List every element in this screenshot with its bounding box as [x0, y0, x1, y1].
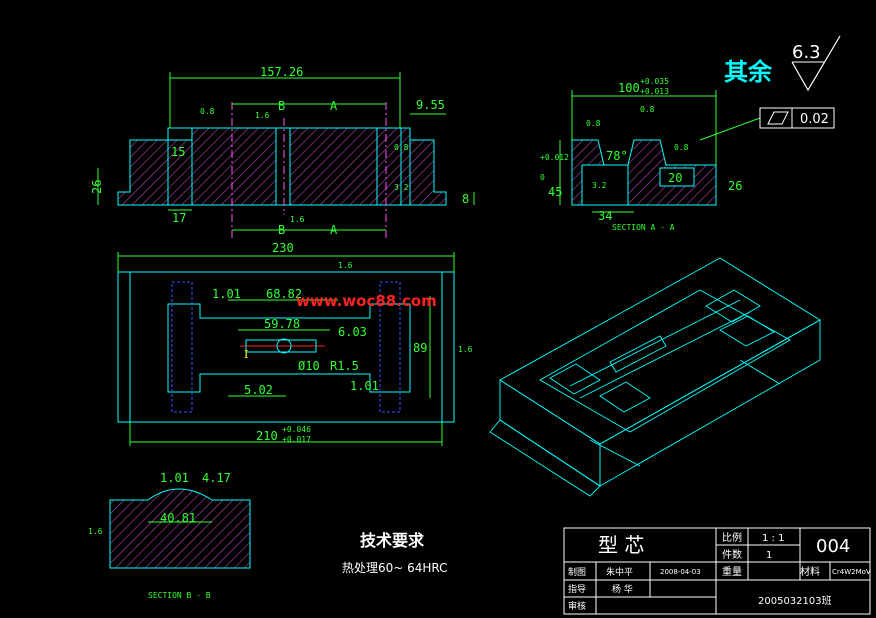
section-bb: 1.01 4.17 40.81 1.6 SECTION B - B: [88, 471, 251, 600]
review-label: 审核: [568, 600, 586, 612]
drawing-number: 004: [816, 536, 850, 557]
title-block: [563, 527, 871, 615]
section-mark-b-top: B: [278, 99, 285, 113]
plan-roughness-right: 1.6: [458, 345, 473, 354]
section-bb-width: 40.81: [160, 511, 196, 525]
section-aa-caption: SECTION A - A: [612, 223, 675, 232]
section-aa-h-tol-lo: 0: [540, 173, 545, 182]
section-aa-width: 100: [618, 81, 640, 95]
plan-base-tol-lo: +0.017: [282, 435, 311, 444]
section-aa: 100 +0.035 +0.013 45 +0.012 0 78° 20 26 …: [540, 77, 835, 232]
front-left-height: 15: [171, 145, 185, 159]
plan-d6: 1.01: [350, 379, 379, 393]
plan-d1: 1.01: [212, 287, 241, 301]
watermark: www.woc88.com: [296, 292, 437, 310]
plan-d3: 59.78: [264, 317, 300, 331]
section-aa-r1: 0.8: [586, 119, 601, 128]
plan-mark-i: I: [244, 348, 248, 361]
draw-name: 朱中平: [606, 566, 633, 578]
front-roughness-08b: 0.8: [394, 143, 409, 152]
section-aa-height: 45: [548, 185, 562, 199]
guide-name: 杨 华: [612, 583, 633, 595]
section-bb-d2: 4.17: [202, 471, 231, 485]
qty-value: 1: [766, 550, 772, 561]
plan-base-width: 210: [256, 429, 278, 443]
plan-height: 89: [413, 341, 427, 355]
draw-label: 制图: [568, 566, 586, 578]
plan-d4: 6.03: [338, 325, 367, 339]
roughness-note: 其余 6.3: [724, 35, 841, 92]
technical-notes: 技术要求 热处理60~ 64HRC: [342, 531, 448, 575]
title-block-text: 型 芯 比例 1 : 1 件数 1 004 制图 朱中平 2008-04-03 …: [568, 531, 871, 612]
section-aa-angle: 78°: [606, 149, 628, 163]
front-roughness-08: 0.8: [200, 107, 215, 116]
plan-hole: [276, 338, 292, 354]
plan-d5: 5.02: [244, 383, 273, 397]
plan-hole-dia: Ø10: [298, 359, 320, 373]
flatness-frame: [759, 107, 835, 129]
section-aa-h-tol-up: +0.012: [540, 153, 569, 162]
plan-view-inner: [167, 303, 411, 393]
section-aa-slot: 20: [668, 171, 682, 185]
front-bottom-width: 17: [172, 211, 186, 225]
draw-date: 2008-04-03: [660, 568, 701, 576]
front-view-right-block: [409, 139, 447, 206]
front-width-dim: 157.26: [260, 65, 303, 79]
isometric-view: [489, 257, 821, 497]
section-bb-d1: 1.01: [160, 471, 189, 485]
roughness-other-value: 6.3: [792, 42, 821, 63]
roughness-other-label: 其余: [724, 58, 773, 86]
section-bb-body: [109, 488, 251, 569]
front-base-height: 26: [90, 180, 104, 194]
section-aa-r3: 0.8: [674, 143, 689, 152]
part-name: 型 芯: [598, 533, 644, 557]
plan-view: 230 1.6 1.01 68.82 59.78 6.03 Ø10 R1.5 5…: [117, 241, 473, 446]
plan-base-tol-up: +0.046: [282, 425, 311, 434]
front-roughness-16b: 1.6: [290, 215, 305, 224]
guide-label: 指导: [568, 583, 586, 595]
scale-value: 1 : 1: [762, 533, 784, 544]
front-side-dim: 9.55: [416, 98, 445, 112]
notes-line1: 热处理60~ 64HRC: [342, 561, 448, 575]
qty-label: 件数: [722, 548, 742, 561]
class-code: 2005032103班: [758, 595, 832, 607]
front-right-height: 8: [462, 192, 469, 206]
section-aa-tol-up: +0.035: [640, 77, 669, 86]
scale-label: 比例: [722, 531, 742, 544]
material-label: 材料: [800, 565, 820, 578]
front-view: 157.26 B A B A 9.55 15 26 17 8 0.8 1.6 1…: [90, 65, 475, 240]
front-roughness-32: 3.2: [394, 183, 409, 192]
weight-label: 重量: [722, 565, 742, 578]
section-mark-b-bottom: B: [278, 223, 285, 237]
section-aa-r2: 0.8: [640, 105, 655, 114]
section-aa-right-h: 26: [728, 179, 742, 193]
section-aa-tol-lo: +0.013: [640, 87, 669, 96]
plan-radius: R1.5: [330, 359, 359, 373]
material-value: Cr4W2MoV: [832, 568, 871, 576]
plan-overall-width: 230: [272, 241, 294, 255]
front-roughness-16: 1.6: [255, 111, 270, 120]
section-aa-bottom-w: 34: [598, 209, 612, 223]
section-bb-roughness: 1.6: [88, 527, 103, 536]
section-mark-a-bottom: A: [330, 223, 338, 237]
front-view-center-block: [191, 127, 411, 206]
section-mark-a-top: A: [330, 99, 338, 113]
section-bb-caption: SECTION B - B: [148, 591, 211, 600]
plan-d2: 68.82: [266, 287, 302, 301]
flatness-icon: [767, 111, 789, 125]
notes-title: 技术要求: [360, 531, 425, 550]
flatness-value: 0.02: [800, 112, 829, 127]
plan-roughness-top: 1.6: [338, 261, 353, 270]
section-aa-r4: 3.2: [592, 181, 607, 190]
